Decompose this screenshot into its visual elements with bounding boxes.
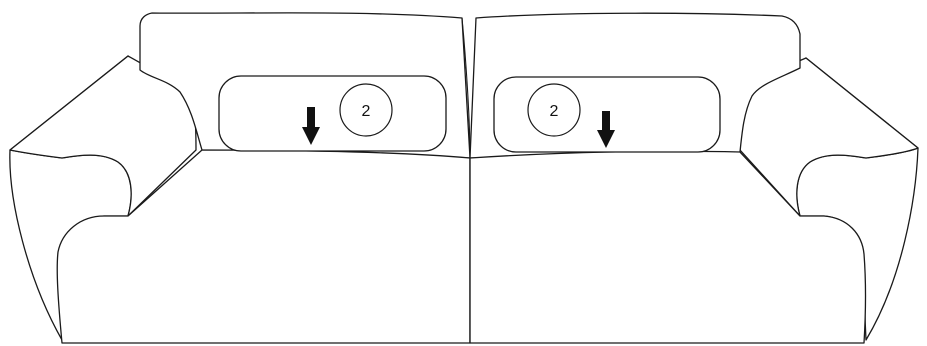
left-step-number: 2 — [362, 103, 371, 120]
right-seat-cushion — [469, 150, 867, 344]
left-step-marker: 2 — [339, 83, 393, 137]
arrow-down-icon — [302, 107, 320, 145]
arrow-down-icon — [597, 111, 615, 148]
left-lumbar-pad — [218, 75, 447, 152]
right-step-marker: 2 — [527, 83, 581, 137]
right-step-number: 2 — [550, 103, 559, 120]
center-seam — [461, 17, 471, 344]
